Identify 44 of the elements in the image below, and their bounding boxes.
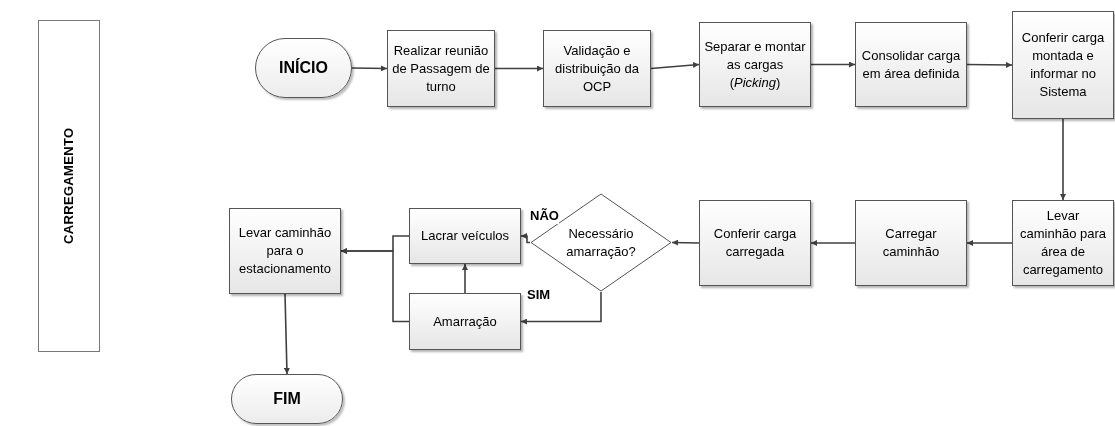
arrow <box>966 61 1013 68</box>
arrow <box>462 263 468 294</box>
process-box <box>1012 11 1114 119</box>
step-label: Necessário amarração? <box>565 224 637 261</box>
arrow <box>671 239 700 246</box>
arrow <box>520 291 602 325</box>
step-label: Conferir carga montada e informar no Sistema <box>1020 29 1106 101</box>
process-box <box>409 208 521 264</box>
step-label: Separar e montar as cargas (Picking) <box>703 37 807 92</box>
arrow <box>1060 118 1066 201</box>
step-label: Conferir carga carregada <box>712 225 798 261</box>
process-box <box>699 200 811 286</box>
step-label: Levar caminhão para área de carregamento <box>1019 207 1107 279</box>
step-label: Validação e distribuição da OCP <box>554 41 640 96</box>
process-box <box>409 293 521 350</box>
arrow <box>494 65 544 72</box>
step-label: INÍCIO <box>279 57 328 78</box>
process-box <box>699 22 811 107</box>
step-label: Lacrar veículos <box>419 227 511 245</box>
process-box <box>387 30 495 107</box>
process-box <box>855 22 967 107</box>
arrow <box>966 240 1013 246</box>
step-label: Consolidar carga em área definida <box>860 46 962 83</box>
lane-label-box <box>38 20 100 352</box>
process-box <box>543 30 651 107</box>
terminator <box>255 38 352 98</box>
step-label: Carregar caminhão <box>881 225 941 261</box>
arrow <box>650 62 700 70</box>
process-box <box>855 200 967 286</box>
process-box <box>1012 200 1114 286</box>
step-label: FIM <box>273 389 301 409</box>
step-label: Levar caminhão para o estacionamento <box>237 224 333 278</box>
edge-label: NÃO <box>530 208 559 224</box>
arrow <box>810 240 856 246</box>
arrow <box>283 293 290 375</box>
step-label: Amarração <box>432 312 498 331</box>
arrow <box>520 233 531 244</box>
arrow <box>351 65 388 72</box>
arrow <box>810 61 856 68</box>
step-label: Realizar reunião de Passagem de turno <box>391 41 491 96</box>
process-box <box>229 208 341 294</box>
step-label: CARREGAMENTO <box>60 127 78 245</box>
terminator <box>231 374 343 424</box>
arrow <box>340 248 410 323</box>
